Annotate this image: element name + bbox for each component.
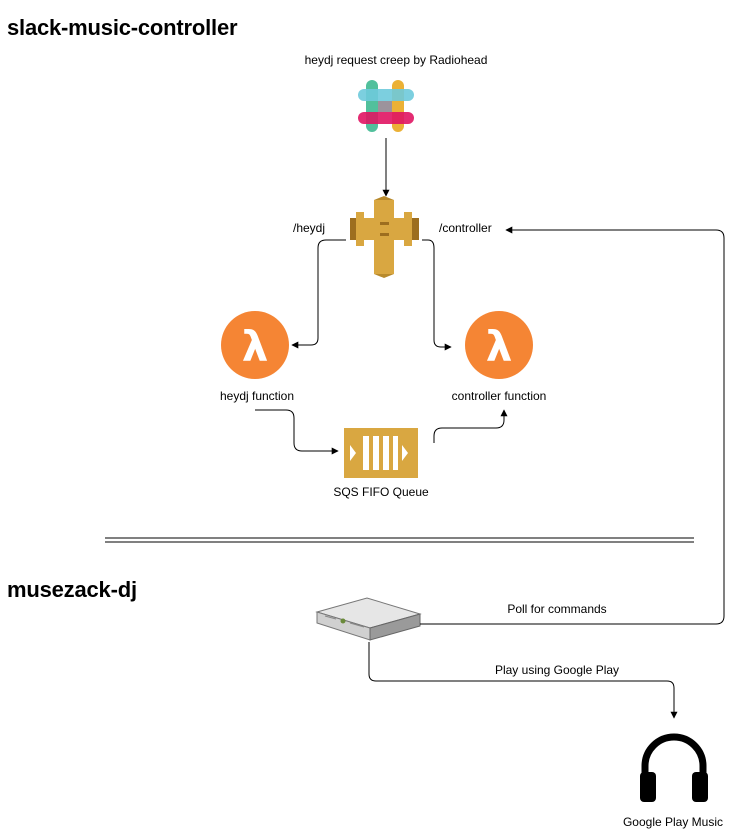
queue-label: SQS FIFO Queue (333, 485, 429, 499)
edge-queue-to-controller (433, 409, 508, 443)
poll-edge-label: Poll for commands (507, 602, 607, 616)
lambda-icon: λ (465, 311, 533, 379)
lambda-icon: λ (221, 311, 289, 379)
edge-poll (420, 226, 725, 625)
play-edge-label: Play using Google Play (494, 663, 620, 677)
edge-heydj-to-queue (255, 409, 339, 455)
edges (255, 138, 725, 719)
headphones-icon (640, 733, 708, 802)
controller-function-label: controller function (451, 389, 547, 403)
edge-gateway-to-heydj (291, 239, 346, 349)
section-divider (105, 537, 694, 543)
heydj-route-label: /heydj (293, 221, 326, 235)
slack-logo-icon (358, 80, 414, 132)
section-title-controller: slack-music-controller (7, 15, 238, 40)
heydj-function-label: heydj function (219, 389, 295, 403)
edge-play (368, 642, 678, 719)
svg-text:λ: λ (486, 322, 513, 371)
edge-gateway-to-controller (422, 239, 452, 351)
section-title-dj: musezack-dj (7, 577, 137, 602)
svg-text:λ: λ (242, 322, 269, 371)
api-gateway-icon (350, 196, 419, 278)
server-icon (315, 597, 422, 641)
slack-request-caption: heydj request creep by Radiohead (304, 53, 488, 67)
controller-route-label: /controller (439, 221, 492, 235)
google-play-label: Google Play Music (622, 815, 724, 829)
sqs-queue-icon (344, 428, 418, 478)
